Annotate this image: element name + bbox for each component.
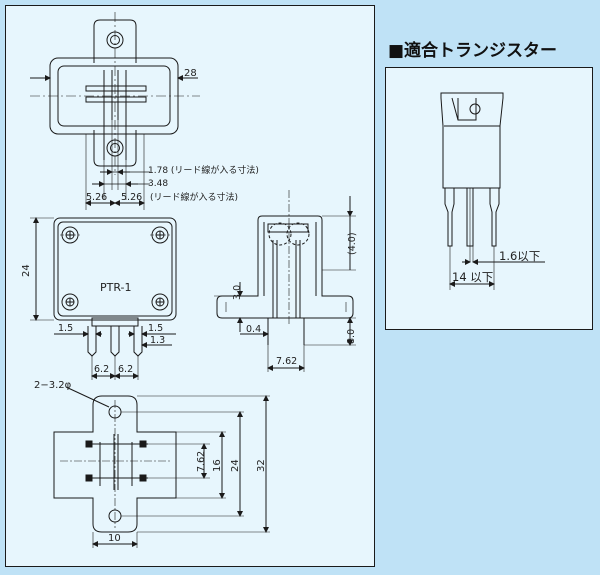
front-view: [30, 217, 177, 380]
dim-28: 28: [184, 68, 197, 79]
transistor-drawing: [440, 92, 545, 290]
dim-0-4: 0.4: [246, 324, 261, 335]
lead-width-dim: 1.6以下: [499, 249, 540, 263]
dim-16: 16: [212, 459, 223, 472]
model-label: PTR-1: [100, 281, 132, 294]
dim-10: 10: [108, 533, 121, 544]
dim-5-26-right: 5.26: [121, 192, 142, 203]
dim-1-5-left: 1.5: [58, 323, 73, 334]
dim-5-26-left: 5.26: [86, 192, 107, 203]
dim-hole: 2−3.2φ: [34, 380, 72, 391]
dim-24-bottom: 24: [230, 459, 241, 472]
dim-1-5-right: 1.5: [148, 323, 163, 334]
dim-7-62-bottom: 7.62: [196, 451, 207, 472]
dim-4-0: (4.0): [347, 232, 358, 255]
dim-3-48: 3.48: [148, 179, 168, 189]
dim-32: 32: [256, 459, 267, 472]
dim-1-3: 1.3: [150, 335, 165, 346]
dim-7-62-side: 7.62: [276, 356, 297, 367]
lead-span-dim: 14 以下: [452, 270, 493, 284]
dim-6-2-left: 6.2: [94, 364, 109, 375]
side-view: [214, 190, 356, 372]
drawing-panel: [5, 5, 375, 567]
dim-24-left: 24: [21, 264, 32, 277]
dim-6-2-right: 6.2: [118, 364, 133, 375]
dim-8-0: 8.0: [346, 329, 357, 344]
bottom-view: [53, 386, 270, 548]
dim-side-note: (リード線が入る寸法): [150, 191, 238, 203]
dim-3-0: 3.0: [232, 285, 243, 300]
dim-1-78: 1.78 (リード線が入る寸法): [148, 164, 259, 176]
top-view: [30, 12, 200, 210]
transistor-heading: ■適合トランジスター: [388, 41, 558, 61]
